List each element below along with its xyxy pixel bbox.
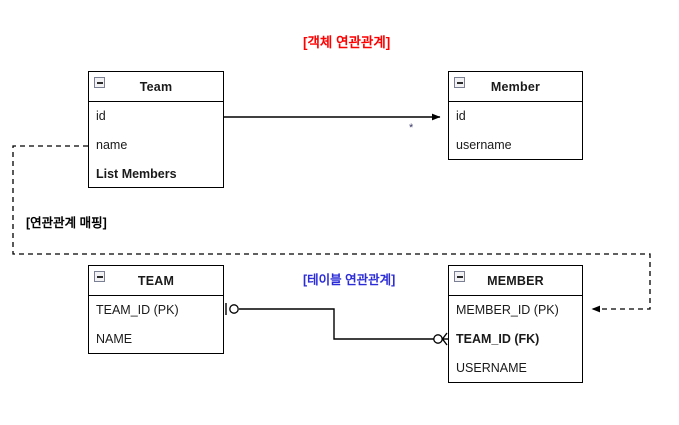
object-relation-title: [객체 연관관계] xyxy=(303,35,391,50)
mapping-title: [연관관계 매핑] xyxy=(26,216,107,230)
class-box-team-header: Team xyxy=(89,72,223,102)
table-box-member[interactable]: MEMBER MEMBER_ID (PK) TEAM_ID (FK) USERN… xyxy=(448,265,583,383)
crowsfoot-relationship-connector xyxy=(225,303,448,346)
table-column: TEAM_ID (FK) xyxy=(456,332,540,347)
minus-square-icon[interactable] xyxy=(94,271,105,282)
class-field: List Members xyxy=(96,167,177,182)
table-box-team-header: TEAM xyxy=(89,266,223,296)
class-box-team[interactable]: Team id name List Members xyxy=(88,71,224,188)
table-box-team[interactable]: TEAM TEAM_ID (PK) NAME xyxy=(88,265,224,354)
table-column: MEMBER_ID (PK) xyxy=(456,303,559,318)
class-box-member-title: Member xyxy=(490,79,541,94)
class-box-team-title: Team xyxy=(139,79,173,94)
class-field: id xyxy=(456,109,466,124)
table-box-team-fields: TEAM_ID (PK) NAME xyxy=(89,296,223,354)
class-field: id xyxy=(96,109,106,124)
class-box-team-fields: id name List Members xyxy=(89,102,223,189)
class-box-member[interactable]: Member id username xyxy=(448,71,583,160)
class-box-member-header: Member xyxy=(449,72,582,102)
minus-square-icon[interactable] xyxy=(454,271,465,282)
class-box-member-fields: id username xyxy=(449,102,582,160)
minus-square-icon[interactable] xyxy=(94,77,105,88)
table-box-member-fields: MEMBER_ID (PK) TEAM_ID (FK) USERNAME xyxy=(449,296,582,383)
minus-square-icon[interactable] xyxy=(454,77,465,88)
table-relation-title: [테이블 연관관계] xyxy=(303,273,396,287)
class-field: username xyxy=(456,138,512,153)
class-field: name xyxy=(96,138,128,153)
table-box-member-header: MEMBER xyxy=(449,266,582,296)
table-column: USERNAME xyxy=(456,361,527,376)
association-multiplicity-label: * xyxy=(409,122,414,134)
table-box-team-title: TEAM xyxy=(137,273,175,288)
table-box-member-title: MEMBER xyxy=(487,273,544,288)
table-column: NAME xyxy=(96,332,133,347)
table-column: TEAM_ID (PK) xyxy=(96,303,179,318)
